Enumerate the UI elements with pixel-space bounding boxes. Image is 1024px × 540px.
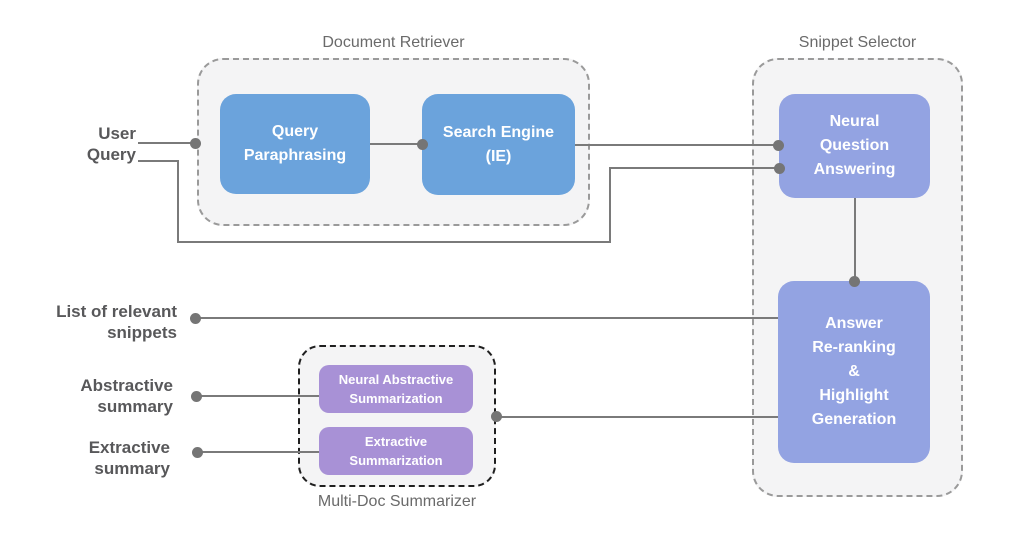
extractive-summary-label-line1: Extractive bbox=[88, 438, 170, 457]
answer-reranking-line3: & bbox=[848, 363, 860, 380]
neural-abstractive-summarization-node: Neural Abstractive Summarization bbox=[319, 365, 473, 413]
user-query-route-seg2 bbox=[177, 160, 179, 243]
dot-nqa-in-bottom bbox=[774, 163, 785, 174]
user-query-route-seg1 bbox=[138, 160, 179, 162]
extractive-summarization-line1: Extractive bbox=[364, 434, 428, 449]
neural-abstractive-line1: Neural Abstractive bbox=[338, 372, 454, 387]
list-snippets-label-line2: snippets bbox=[107, 323, 177, 342]
list-of-relevant-snippets-label: List of relevant snippets bbox=[20, 301, 177, 343]
answer-reranking-line2: Re-ranking bbox=[812, 339, 896, 356]
user-query-connector bbox=[138, 142, 196, 144]
search-to-nqa-connector bbox=[575, 144, 780, 146]
user-query-label-line2: Query bbox=[86, 145, 136, 164]
extractive-summary-label: Extractive summary bbox=[30, 437, 170, 479]
nqa-to-answer-connector bbox=[854, 198, 856, 282]
nqa-line2: Question bbox=[819, 137, 890, 154]
dot-answer-in-top bbox=[849, 276, 860, 287]
answer-reranking-node: Answer Re-ranking & Highlight Generation bbox=[778, 281, 930, 463]
query-paraphrasing-line1: Query bbox=[271, 123, 319, 140]
answer-reranking-line1: Answer bbox=[825, 315, 883, 332]
search-engine-line2: (IE) bbox=[485, 147, 512, 165]
search-engine-line1: Search Engine bbox=[442, 123, 555, 141]
user-query-route-seg3 bbox=[177, 241, 611, 243]
dot-nqa-in-top bbox=[773, 140, 784, 151]
abstractive-summary-label-line2: summary bbox=[97, 397, 173, 416]
snippet-selector-title: Snippet Selector bbox=[798, 34, 917, 51]
dot-extractive-summary bbox=[192, 447, 203, 458]
extractive-summary-label-line2: summary bbox=[94, 459, 170, 478]
document-retriever-title: Document Retriever bbox=[322, 34, 465, 51]
query-paraphrasing-node: Query Paraphrasing bbox=[220, 94, 370, 194]
dot-summarizer-out bbox=[491, 411, 502, 422]
summarizer-to-answer-connector bbox=[496, 416, 780, 418]
user-query-label-line1: User bbox=[98, 124, 136, 143]
query-paraphrasing-line2: Paraphrasing bbox=[243, 147, 347, 164]
multi-doc-summarizer-title: Multi-Doc Summarizer bbox=[317, 493, 477, 510]
abstractive-summary-connector bbox=[196, 395, 321, 397]
search-engine-node: Search Engine (IE) bbox=[422, 94, 575, 195]
neural-question-answering-node: Neural Question Answering bbox=[779, 94, 930, 198]
user-query-label: User Query bbox=[30, 123, 136, 165]
answer-reranking-line4: Highlight bbox=[819, 387, 889, 404]
user-query-route-seg5 bbox=[609, 167, 781, 169]
extractive-summarization-line2: Summarization bbox=[349, 453, 443, 468]
nqa-line3: Answering bbox=[813, 161, 896, 178]
dot-abstractive-summary bbox=[191, 391, 202, 402]
abstractive-summary-label: Abstractive summary bbox=[30, 375, 173, 417]
nqa-line1: Neural bbox=[829, 113, 880, 130]
list-snippets-label-line1: List of relevant bbox=[56, 302, 177, 321]
extractive-summary-connector bbox=[197, 451, 321, 453]
answer-reranking-line5: Generation bbox=[811, 411, 897, 428]
dot-list-snippets bbox=[190, 313, 201, 324]
dot-user-query bbox=[190, 138, 201, 149]
extractive-summarization-node: Extractive Summarization bbox=[319, 427, 473, 475]
dot-search-engine-in bbox=[417, 139, 428, 150]
neural-abstractive-line2: Summarization bbox=[349, 391, 443, 406]
abstractive-summary-label-line1: Abstractive bbox=[80, 376, 173, 395]
paraphrasing-to-search-connector bbox=[370, 143, 424, 145]
snippets-to-answer-connector bbox=[195, 317, 780, 319]
user-query-route-seg4 bbox=[609, 167, 611, 243]
